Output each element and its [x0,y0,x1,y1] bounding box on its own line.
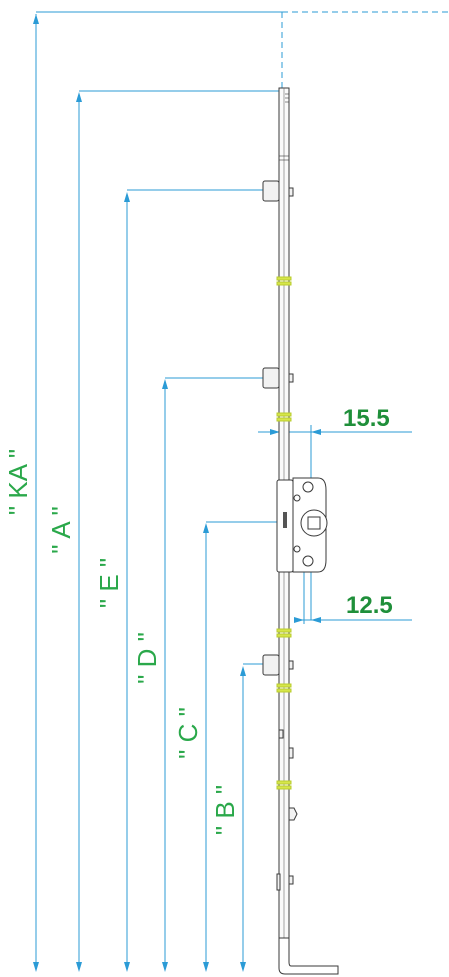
arrow-d-bottom [162,962,168,972]
arrow-b-top [240,666,246,676]
gasket-band [276,688,292,693]
locking-cam-1 [262,180,280,202]
lower-fitting-1 [288,747,294,759]
arrow-offset-bottom-right [311,617,321,623]
arrow-c-top [203,523,209,533]
gearbox-screw-top-2 [293,494,301,502]
arrow-b-bottom [240,962,246,972]
label-a: " A " [46,506,76,553]
arrow-a-top [76,92,82,102]
gasket-band [276,683,292,688]
arrow-offset-bottom-left [294,617,304,623]
lower-fitting-3 [288,875,294,885]
espagnolette-hardware [262,87,339,975]
arrow-ka-top [33,14,39,24]
gasket-bands [276,276,292,790]
gasket-band [276,628,292,633]
gearbox-screw-top [302,481,314,493]
arrowheads [33,14,321,972]
gasket-band [276,633,292,638]
locking-cam-1-pin [288,187,294,197]
dimension-lines [35,11,449,970]
offset-value-bottom: 12.5 [346,592,393,619]
arrow-ka-bottom [33,962,39,972]
arrow-d-top [162,379,168,389]
label-e: " E " [94,558,124,608]
gasket-band [276,281,292,286]
label-ka: " KA " [3,449,33,515]
gearbox-screw-bottom-2 [293,545,301,553]
lower-pin [288,807,298,821]
gasket-band [276,785,292,790]
locking-cam-2-pin [288,373,294,383]
offset-value-top: 15.5 [343,405,390,432]
gasket-band [276,417,292,422]
label-d: " D " [132,632,162,684]
locking-cam-3 [262,654,280,676]
arrow-offset-top-left [270,429,280,435]
arrow-e-bottom [124,962,130,972]
gearbox-screw-bottom [302,555,314,567]
locking-cam-3-pin [288,660,294,670]
gearbox-marking [283,512,287,528]
arrow-e-top [124,192,130,202]
locking-cam-2 [262,367,280,389]
arrow-a-bottom [76,962,82,972]
gasket-band [276,276,292,281]
gearbox-spindle-square [307,516,321,530]
arrow-c-bottom [203,962,209,972]
corner-drive [278,937,339,975]
label-b: " B " [210,785,240,835]
gasket-band [276,780,292,785]
label-c: " C " [173,707,203,759]
gasket-band [276,412,292,417]
lower-fitting-4 [278,729,284,739]
dimension-labels: " KA " " A " " E " " D " " C " " B " 15.… [3,405,393,835]
arrow-offset-top-right [311,429,321,435]
lower-fitting-2 [276,873,281,891]
